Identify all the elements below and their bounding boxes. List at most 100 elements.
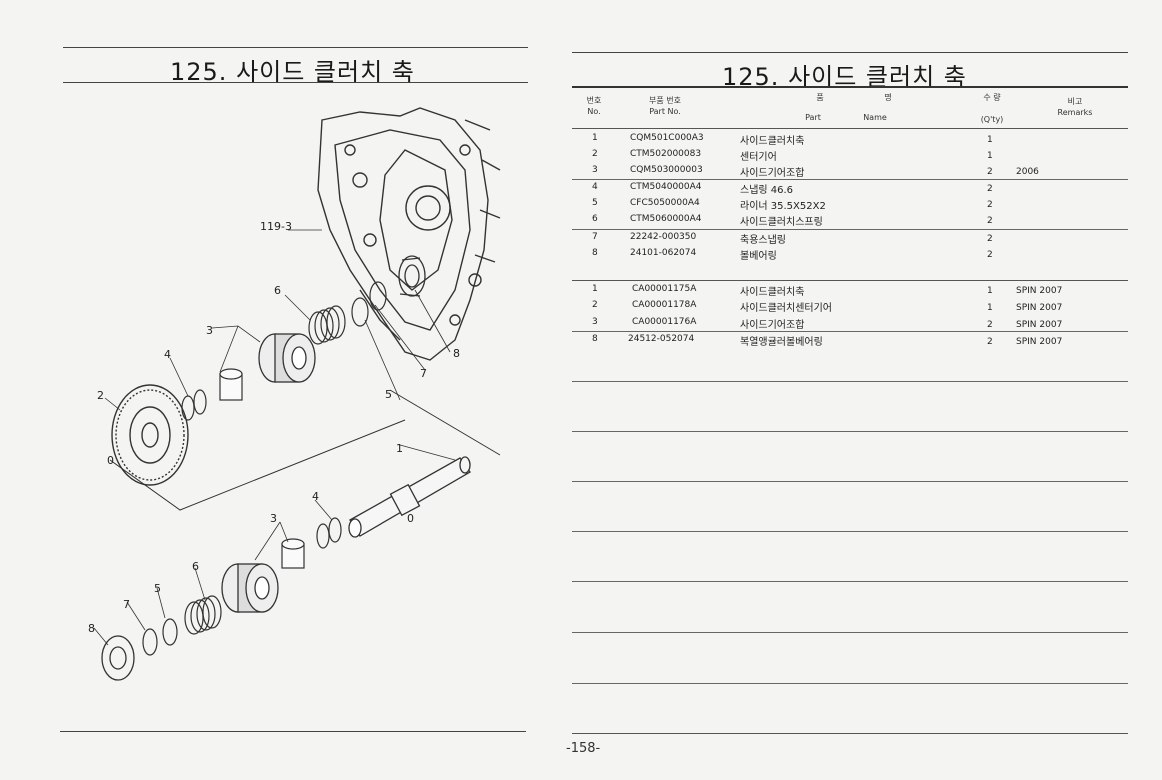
top-rule-right — [572, 52, 1128, 53]
callout: 5 — [154, 582, 161, 595]
empty-row-rule — [572, 431, 1128, 432]
row-name: 스냅링 46.6 — [740, 185, 794, 196]
section-rule — [572, 229, 1128, 230]
callout: 5 — [385, 388, 392, 401]
snap-ring-lower-a — [328, 517, 342, 543]
row-remarks: SPIN 2007 — [1016, 286, 1063, 296]
row-no: 8 — [592, 248, 598, 258]
row-remarks: SPIN 2007 — [1016, 303, 1063, 313]
row-name: 사이드클러치축 — [740, 136, 805, 147]
exploded-parts-diagram: 119-3 6 3 4 2 0 8 7 5 1 4 0 3 6 5 7 8 — [88, 107, 501, 681]
snap-ring-left-a — [181, 395, 195, 421]
sleeve-lower — [281, 538, 305, 569]
clutch-spring-lower — [184, 595, 222, 635]
row-part-no: CTM5060000A4 — [630, 214, 702, 224]
row-no: 2 — [592, 300, 598, 310]
empty-row-rule — [572, 632, 1128, 633]
sleeve-upper — [219, 368, 243, 401]
ball-bearing-lower — [101, 635, 135, 681]
section-rule — [572, 331, 1128, 332]
liner-upper — [351, 297, 369, 327]
callout: 3 — [270, 512, 277, 525]
row-part-no: 24512-052074 — [628, 334, 695, 344]
snap-ring-lower-b — [316, 523, 330, 549]
row-no: 1 — [592, 133, 598, 143]
row-no: 6 — [592, 214, 598, 224]
row-part-no: CQM503000003 — [630, 165, 703, 175]
row-part-no: CA00001176A — [632, 317, 697, 327]
section-rule — [572, 280, 1128, 281]
row-qty: 1 — [987, 286, 993, 296]
row-part-no: CTM5040000A4 — [630, 182, 702, 192]
row-qty: 2 — [987, 216, 993, 226]
row-qty: 1 — [987, 135, 993, 145]
callout: 1 — [396, 442, 403, 455]
header-part-en: Part — [805, 113, 821, 122]
callout: 6 — [274, 284, 281, 297]
row-name: 볼베어링 — [740, 251, 777, 262]
section-rule — [572, 179, 1128, 180]
callout: 7 — [420, 367, 427, 380]
callout: 6 — [192, 560, 199, 573]
bottom-rule-left — [60, 731, 526, 732]
row-remarks: 2006 — [1016, 167, 1039, 177]
empty-row-rule — [572, 581, 1128, 582]
callout: 4 — [312, 490, 319, 503]
callout: 8 — [453, 347, 460, 360]
snap-ring-left-b — [193, 389, 207, 415]
transmission-case — [317, 107, 501, 361]
row-no: 3 — [592, 317, 598, 327]
row-no: 4 — [592, 182, 598, 192]
callout: 3 — [206, 324, 213, 337]
empty-row-rule — [572, 683, 1128, 684]
row-no: 1 — [592, 284, 598, 294]
row-name: 센터기어 — [740, 152, 777, 163]
row-no: 2 — [592, 149, 598, 159]
row-part-no: CA00001178A — [632, 300, 697, 310]
top-rule — [63, 47, 528, 48]
snap-ring-lower-c — [142, 628, 158, 656]
header-name-ko-1: 품 — [816, 93, 824, 102]
callout: 2 — [97, 389, 104, 402]
row-name: 사이드기어조합 — [740, 320, 805, 331]
header-rule — [572, 128, 1128, 129]
callout-labels: 119-3 6 3 4 2 0 8 7 5 1 4 0 3 6 5 7 8 — [88, 220, 460, 635]
row-no: 8 — [592, 334, 598, 344]
header-name-ko-2: 명 — [884, 93, 892, 102]
center-gear — [111, 384, 189, 486]
row-name: 복열앵귤러볼베어링 — [740, 337, 823, 348]
page-number: -158- — [566, 741, 601, 756]
row-qty: 2 — [987, 167, 993, 177]
clutch-spring-upper — [308, 305, 346, 345]
row-part-no: 24101-062074 — [630, 248, 697, 258]
row-no: 5 — [592, 198, 598, 208]
callout: 7 — [123, 598, 130, 611]
row-remarks: SPIN 2007 — [1016, 337, 1063, 347]
callout: 119-3 — [260, 220, 292, 233]
row-qty: 2 — [987, 337, 993, 347]
header-name-en: Name — [863, 113, 887, 122]
liner-lower — [162, 618, 178, 646]
callout: 0 — [407, 512, 414, 525]
row-qty: 2 — [987, 234, 993, 244]
callout: 4 — [164, 348, 171, 361]
row-remarks: SPIN 2007 — [1016, 320, 1063, 330]
title-rule-right — [572, 86, 1128, 88]
header-qty-ko: 수 량 — [983, 93, 1001, 102]
row-part-no: CFC5050000A4 — [630, 198, 700, 208]
callout: 8 — [88, 622, 95, 635]
empty-row-rule — [572, 531, 1128, 532]
side-clutch-shaft — [348, 456, 471, 538]
row-qty: 2 — [987, 320, 993, 330]
group-bracket-line — [109, 389, 501, 511]
row-name: 사이드클러치센터기어 — [740, 303, 832, 314]
row-qty: 1 — [987, 303, 993, 313]
row-name: 사이드기어조합 — [740, 168, 805, 179]
snap-ring-upper — [369, 281, 387, 311]
row-name: 사이드클러치축 — [740, 287, 805, 298]
row-no: 3 — [592, 165, 598, 175]
leader-lines — [93, 229, 456, 646]
